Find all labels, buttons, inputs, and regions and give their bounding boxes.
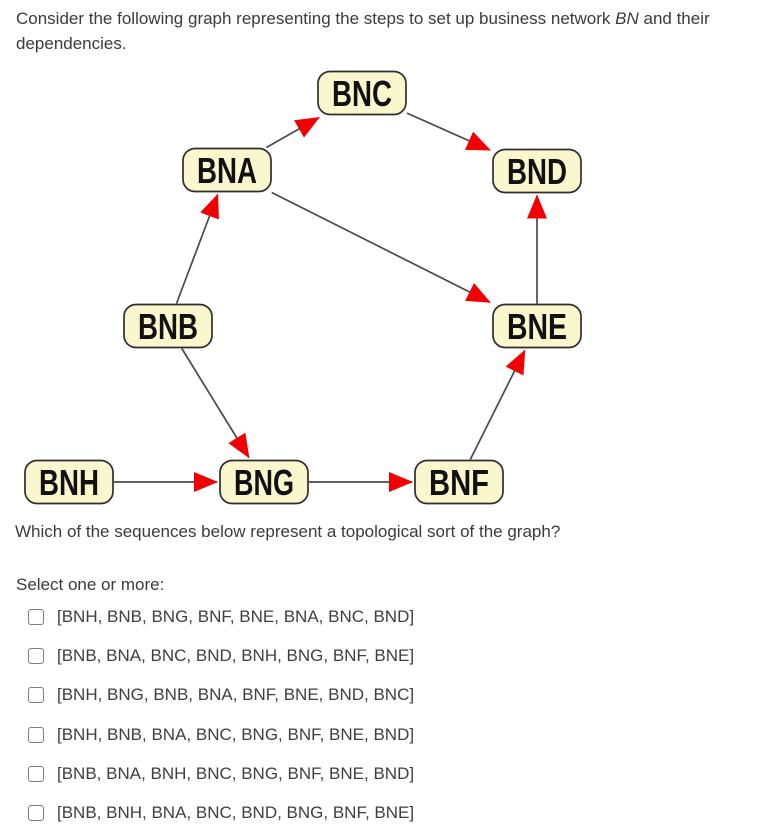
option-label-3: [BNH, BNG, BNB, BNA, BNF, BNE, BND, BNC] (57, 685, 415, 705)
graph-node-label-BNG: BNG (234, 462, 294, 503)
answer-option-5[interactable]: [BNB, BNA, BNH, BNC, BNG, BNF, BNE, BND] (0, 754, 770, 793)
graph-edge-BNA-to-BNC (265, 116, 320, 149)
graph-node-BNB: BNB (123, 303, 213, 349)
graph-node-box-BNA (182, 147, 272, 193)
option-checkbox-4[interactable] (28, 726, 44, 743)
answer-option-6[interactable]: [BNB, BNH, BNA, BNC, BND, BNG, BNF, BNE] (0, 793, 770, 832)
graph-node-box-BNF (414, 459, 504, 505)
graph-node-box-BNG (219, 459, 309, 505)
answer-option-1[interactable]: [BNH, BNB, BNG, BNF, BNE, BNA, BNC, BND] (0, 597, 770, 636)
graph-edge-BNB-to-BNA (175, 193, 219, 304)
intro-text-before: Consider the following graph representin… (16, 9, 616, 28)
option-label-5: [BNB, BNA, BNH, BNC, BNG, BNF, BNE, BND] (57, 763, 415, 783)
question-text: Which of the sequences below represent a… (15, 522, 561, 541)
graph-node-label-BNH: BNH (39, 462, 99, 503)
answer-option-4[interactable]: [BNH, BNB, BNA, BNC, BNG, BNF, BNE, BND] (0, 715, 770, 754)
option-label-2: [BNB, BNA, BNC, BND, BNH, BNG, BNF, BNE] (57, 645, 415, 665)
graph-node-label-BND: BND (507, 151, 567, 192)
options-list: [BNH, BNB, BNG, BNF, BNE, BNA, BNC, BND]… (0, 597, 770, 833)
graph-node-box-BNE (492, 303, 582, 349)
graph-edge-BNB-to-BNG (181, 348, 250, 459)
select-instruction: Select one or more: (16, 575, 165, 594)
graph-node-label-BNC: BNC (332, 73, 392, 114)
answer-option-3[interactable]: [BNH, BNG, BNB, BNA, BNF, BNE, BND, BNC] (0, 676, 770, 715)
graph-node-box-BNH (24, 459, 114, 505)
graph-node-label-BNF: BNF (429, 462, 489, 503)
graph-node-BNG: BNG (219, 459, 309, 505)
answer-option-2[interactable]: [BNB, BNA, BNC, BND, BNH, BNG, BNF, BNE] (0, 636, 770, 675)
question-intro: Consider the following graph representin… (16, 6, 764, 56)
option-checkbox-2[interactable] (28, 647, 44, 664)
graph-edge-BNC-to-BND (406, 112, 491, 151)
graph-node-box-BND (492, 148, 582, 194)
graph-node-box-BNB (123, 303, 213, 349)
dependency-graph-svg: BNC BNA BND BNB BNE BNH BNG BNF (24, 70, 582, 505)
intro-text-after: and their dependencies. (16, 9, 710, 53)
graph-node-label-BNA: BNA (197, 150, 257, 191)
graph-node-BNH: BNH (24, 459, 114, 505)
graph-node-BNE: BNE (492, 303, 582, 349)
graph-node-label-BNB: BNB (138, 306, 198, 347)
option-checkbox-6[interactable] (28, 805, 44, 822)
graph-edge-BNA-to-BNE (271, 191, 491, 304)
dependency-graph: BNC BNA BND BNB BNE BNH BNG BNF (0, 60, 625, 515)
intro-italic-bn: BN (615, 9, 639, 28)
option-label-6: [BNB, BNH, BNA, BNC, BND, BNG, BNF, BNE] (57, 803, 415, 823)
option-checkbox-1[interactable] (28, 608, 44, 625)
option-label-1: [BNH, BNB, BNG, BNF, BNE, BNA, BNC, BND] (57, 606, 415, 626)
graph-node-BNF: BNF (414, 459, 504, 505)
graph-node-box-BNC (317, 70, 407, 116)
graph-node-BNA: BNA (182, 147, 272, 193)
option-checkbox-5[interactable] (28, 765, 44, 782)
graph-node-BND: BND (492, 148, 582, 194)
option-checkbox-3[interactable] (28, 687, 44, 704)
graph-node-label-BNE: BNE (507, 306, 567, 347)
option-label-4: [BNH, BNB, BNA, BNC, BNG, BNF, BNE, BND] (57, 724, 415, 744)
graph-node-BNC: BNC (317, 70, 407, 116)
graph-edge-BNF-to-BNE (469, 349, 526, 460)
